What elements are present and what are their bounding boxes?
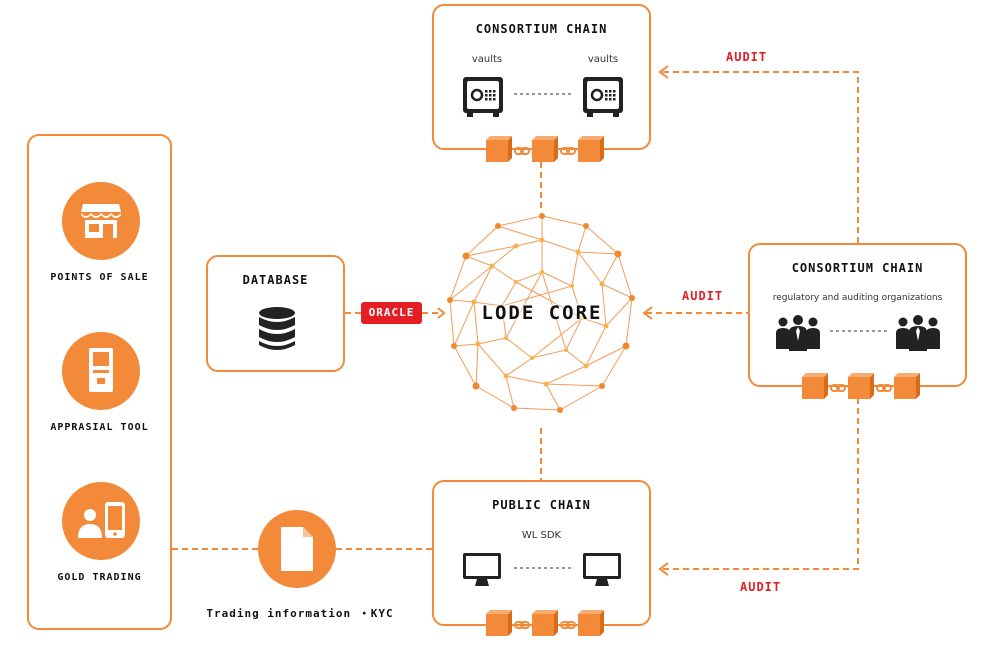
people-group-icon [776, 315, 820, 351]
user-phone-icon [78, 502, 125, 538]
gold-trading-label: GOLD TRADING [57, 572, 142, 583]
points-of-sale-circle[interactable] [62, 182, 140, 260]
consortium-chain-right-box: CONSORTIUM CHAIN regulatory and auditing… [748, 243, 967, 399]
audit-top-arrow [658, 65, 669, 79]
appraisal-tool-label: APPRASIAL TOOL [50, 422, 149, 433]
vault-icon [463, 77, 503, 117]
trading-info-circle[interactable] [258, 510, 336, 588]
vault-icon [583, 77, 623, 117]
audit-label-top: AUDIT [726, 50, 768, 64]
audit-label-middle: AUDIT [682, 289, 724, 303]
trading-info-label: Trading information ・KYC [206, 607, 394, 620]
oracle-arrow [437, 307, 446, 319]
people-group-icon [896, 315, 940, 351]
monitor-icon [583, 553, 621, 586]
blockchain-icon [486, 610, 604, 636]
monitor-icon [463, 553, 501, 586]
shop-icon [81, 204, 121, 238]
lode-core-network-sphere [447, 213, 635, 413]
vault-left-label: vaults [471, 54, 503, 65]
audit-middle-arrow [642, 306, 653, 320]
dotted-connector [514, 93, 572, 95]
appraisal-tool-circle[interactable] [62, 332, 140, 410]
consortium-right-title: CONSORTIUM CHAIN [791, 261, 924, 275]
document-icon [281, 527, 313, 571]
audit-top-line [662, 71, 859, 243]
database-icon [259, 307, 295, 350]
public-chain-title: PUBLIC CHAIN [492, 498, 591, 512]
gold-trading-circle[interactable] [62, 482, 140, 560]
public-chain-box: PUBLIC CHAIN WL SDK [432, 480, 651, 636]
audit-label-bottom: AUDIT [740, 580, 782, 594]
lode-core-label: LODE CORE [481, 302, 603, 324]
blockchain-icon [802, 373, 920, 399]
audit-bottom-line [662, 398, 859, 570]
public-chain-subtitle: WL SDK [521, 530, 562, 541]
kiosk-icon [89, 348, 113, 392]
consortium-chain-top-box: CONSORTIUM CHAIN vaults vaults [432, 4, 651, 162]
dotted-connector [830, 330, 888, 332]
sidebar-box: POINTS OF SALE APPRASIAL TOOL GOLD TRADI… [27, 134, 172, 630]
audit-bottom-arrow [658, 562, 669, 576]
vault-right-label: vaults [587, 54, 619, 65]
blockchain-icon [486, 136, 604, 162]
oracle-badge: ORACLE [361, 302, 422, 324]
consortium-right-subtitle: regulatory and auditing organizations [772, 293, 943, 303]
consortium-top-title: CONSORTIUM CHAIN [475, 22, 608, 36]
dotted-connector [514, 567, 572, 569]
database-box: DATABASE [206, 255, 345, 372]
database-title: DATABASE [242, 273, 309, 287]
points-of-sale-label: POINTS OF SALE [50, 272, 149, 283]
